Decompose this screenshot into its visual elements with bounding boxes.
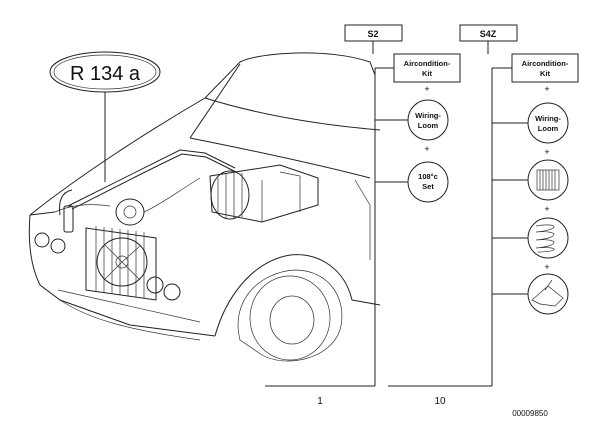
plus-sign: +: [424, 84, 429, 94]
column-s2-kit-label-line1: Aircondition-: [404, 59, 451, 68]
part-number-1: 1: [317, 396, 323, 407]
mounting-bracket-icon: [527, 273, 569, 315]
column-s4z: S4Z Aircondition- Kit + Wiring- Loom + +…: [388, 24, 579, 387]
column-s2-wiring-label-line2: Loom: [418, 121, 439, 130]
evaporator-core-icon: [527, 159, 569, 201]
part-number-10: 10: [434, 396, 446, 407]
wiring-loom-icon: [407, 99, 449, 141]
column-s2-set-label-line1: 108°c: [418, 172, 438, 181]
column-s4z-kit-label-line2: Kit: [540, 69, 551, 78]
wiring-loom-icon: [527, 102, 569, 144]
column-s2: S2 Aircondition- Kit + Wiring- Loom + 10…: [265, 24, 461, 387]
diagram-id: 00009850: [512, 409, 548, 418]
plus-sign: +: [424, 144, 429, 154]
column-s4z-wiring-label-line2: Loom: [538, 124, 559, 133]
plus-sign: +: [544, 204, 549, 214]
plus-sign: +: [544, 147, 549, 157]
refrigerant-label: R 134 a: [70, 63, 141, 85]
column-s4z-wiring-label-line1: Wiring-: [535, 114, 561, 123]
column-s4z-header: S4Z: [480, 29, 497, 39]
column-s2-set-label-line2: Set: [422, 182, 434, 191]
column-s4z-kit-label-line1: Aircondition-: [522, 59, 569, 68]
column-s2-kit-label-line2: Kit: [422, 69, 433, 78]
plus-sign: +: [544, 84, 549, 94]
plus-sign: +: [544, 262, 549, 272]
column-s2-header: S2: [367, 29, 378, 39]
car-illustration: [28, 52, 381, 362]
column-s2-wiring-label-line1: Wiring-: [415, 111, 441, 120]
refrigerant-callout: R 134 a: [49, 51, 161, 182]
